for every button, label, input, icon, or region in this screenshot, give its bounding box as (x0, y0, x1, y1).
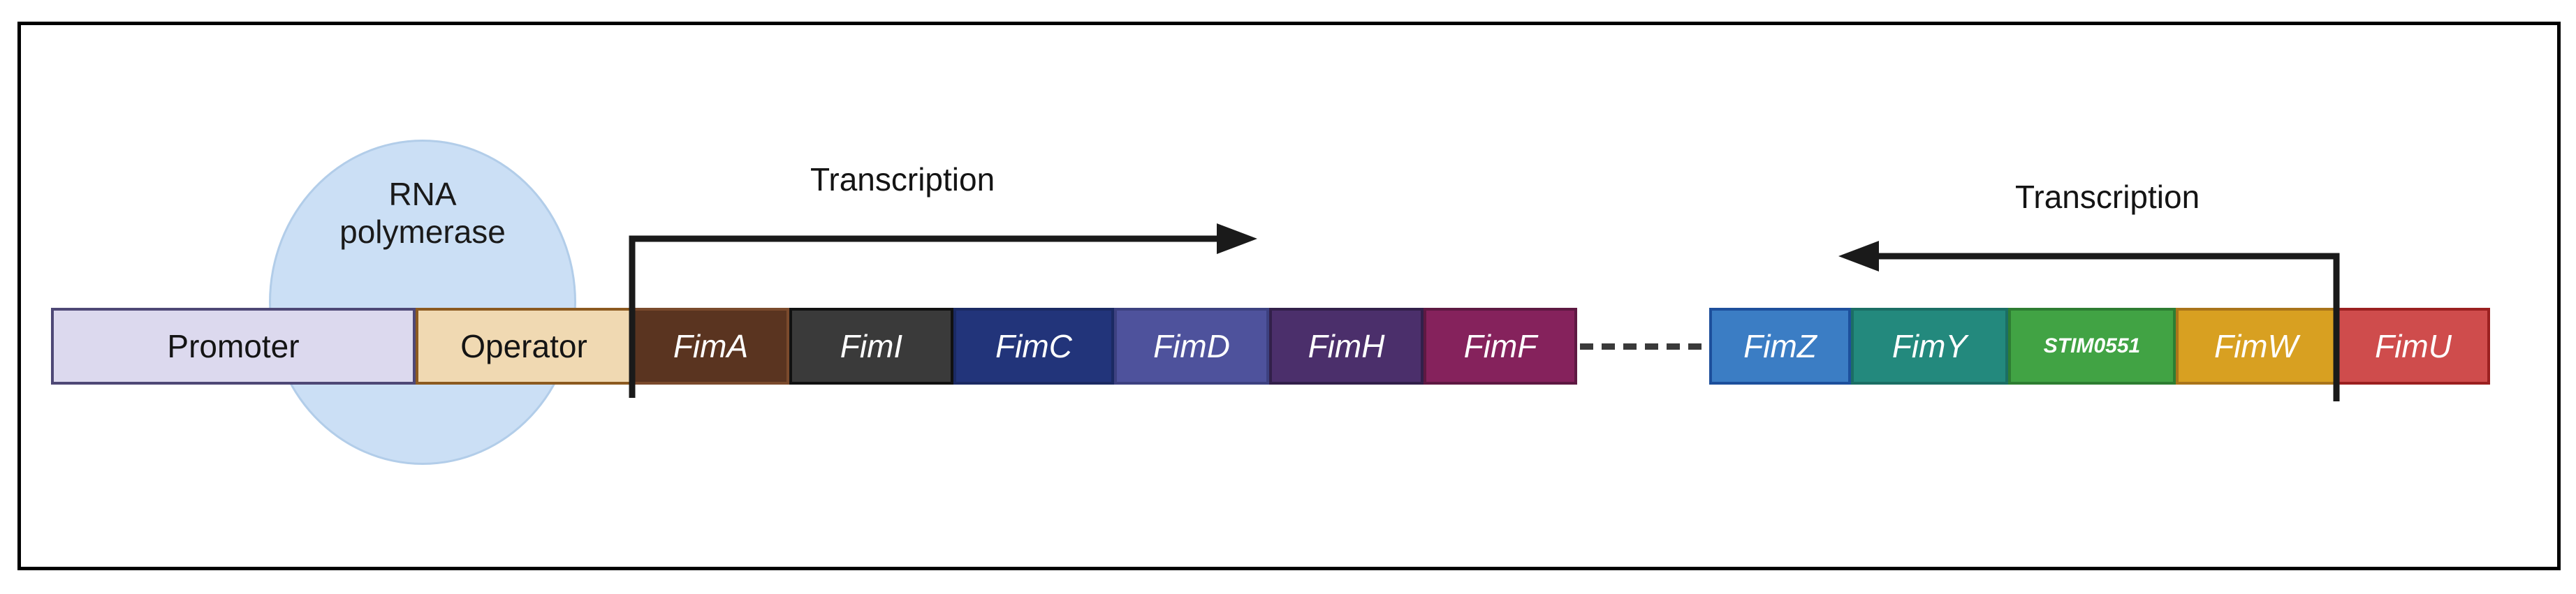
gene-segment-label: FimA (673, 328, 749, 364)
gene-segment-fimz: FimZ (1709, 308, 1851, 385)
gene-segment-stim0551: STIM0551 (2008, 308, 2176, 385)
gene-segment-promoter: Promoter (51, 308, 416, 385)
gene-segment-label: FimI (840, 328, 903, 364)
transcription-arrow-right (1838, 241, 2340, 401)
gene-segment-label: FimC (995, 328, 1072, 364)
gene-segment-fimc: FimC (953, 308, 1114, 385)
rna-polymerase-ellipse: RNA polymerase (269, 140, 576, 465)
gene-segment-label: FimW (2213, 328, 2299, 364)
gene-segment-label: Promoter (167, 328, 300, 364)
transcription-label-left: Transcription (810, 161, 995, 198)
gene-segment-fimw: FimW (2176, 308, 2336, 385)
gene-segment-label: FimF (1463, 328, 1537, 364)
gene-segment-label: STIM0551 (2043, 334, 2141, 357)
gene-segment-label: FimD (1153, 328, 1230, 364)
gene-segment-label: FimH (1308, 328, 1385, 364)
transcription-label-right: Transcription (2015, 179, 2200, 215)
gene-segment-label: Operator (460, 328, 587, 364)
gene-segment-fimh: FimH (1269, 308, 1424, 385)
gene-segment-label: FimU (2375, 328, 2452, 364)
gene-segment-fimd: FimD (1114, 308, 1269, 385)
transcription-arrow-left (629, 223, 1257, 398)
gene-segment-label: FimY (1891, 328, 1968, 364)
gene-segment-fimf: FimF (1424, 308, 1577, 385)
gene-segment-fimi: FimI (789, 308, 953, 385)
gene-segment-operator: Operator (416, 308, 632, 385)
gene-segment-label: FimZ (1743, 328, 1817, 364)
gene-segment-fima: FimA (632, 308, 789, 385)
dashed-connector (1580, 343, 1710, 350)
rna-polymerase-label: RNA polymerase (339, 176, 506, 251)
gene-segment-fimy: FimY (1851, 308, 2008, 385)
figure-frame (17, 22, 2561, 570)
